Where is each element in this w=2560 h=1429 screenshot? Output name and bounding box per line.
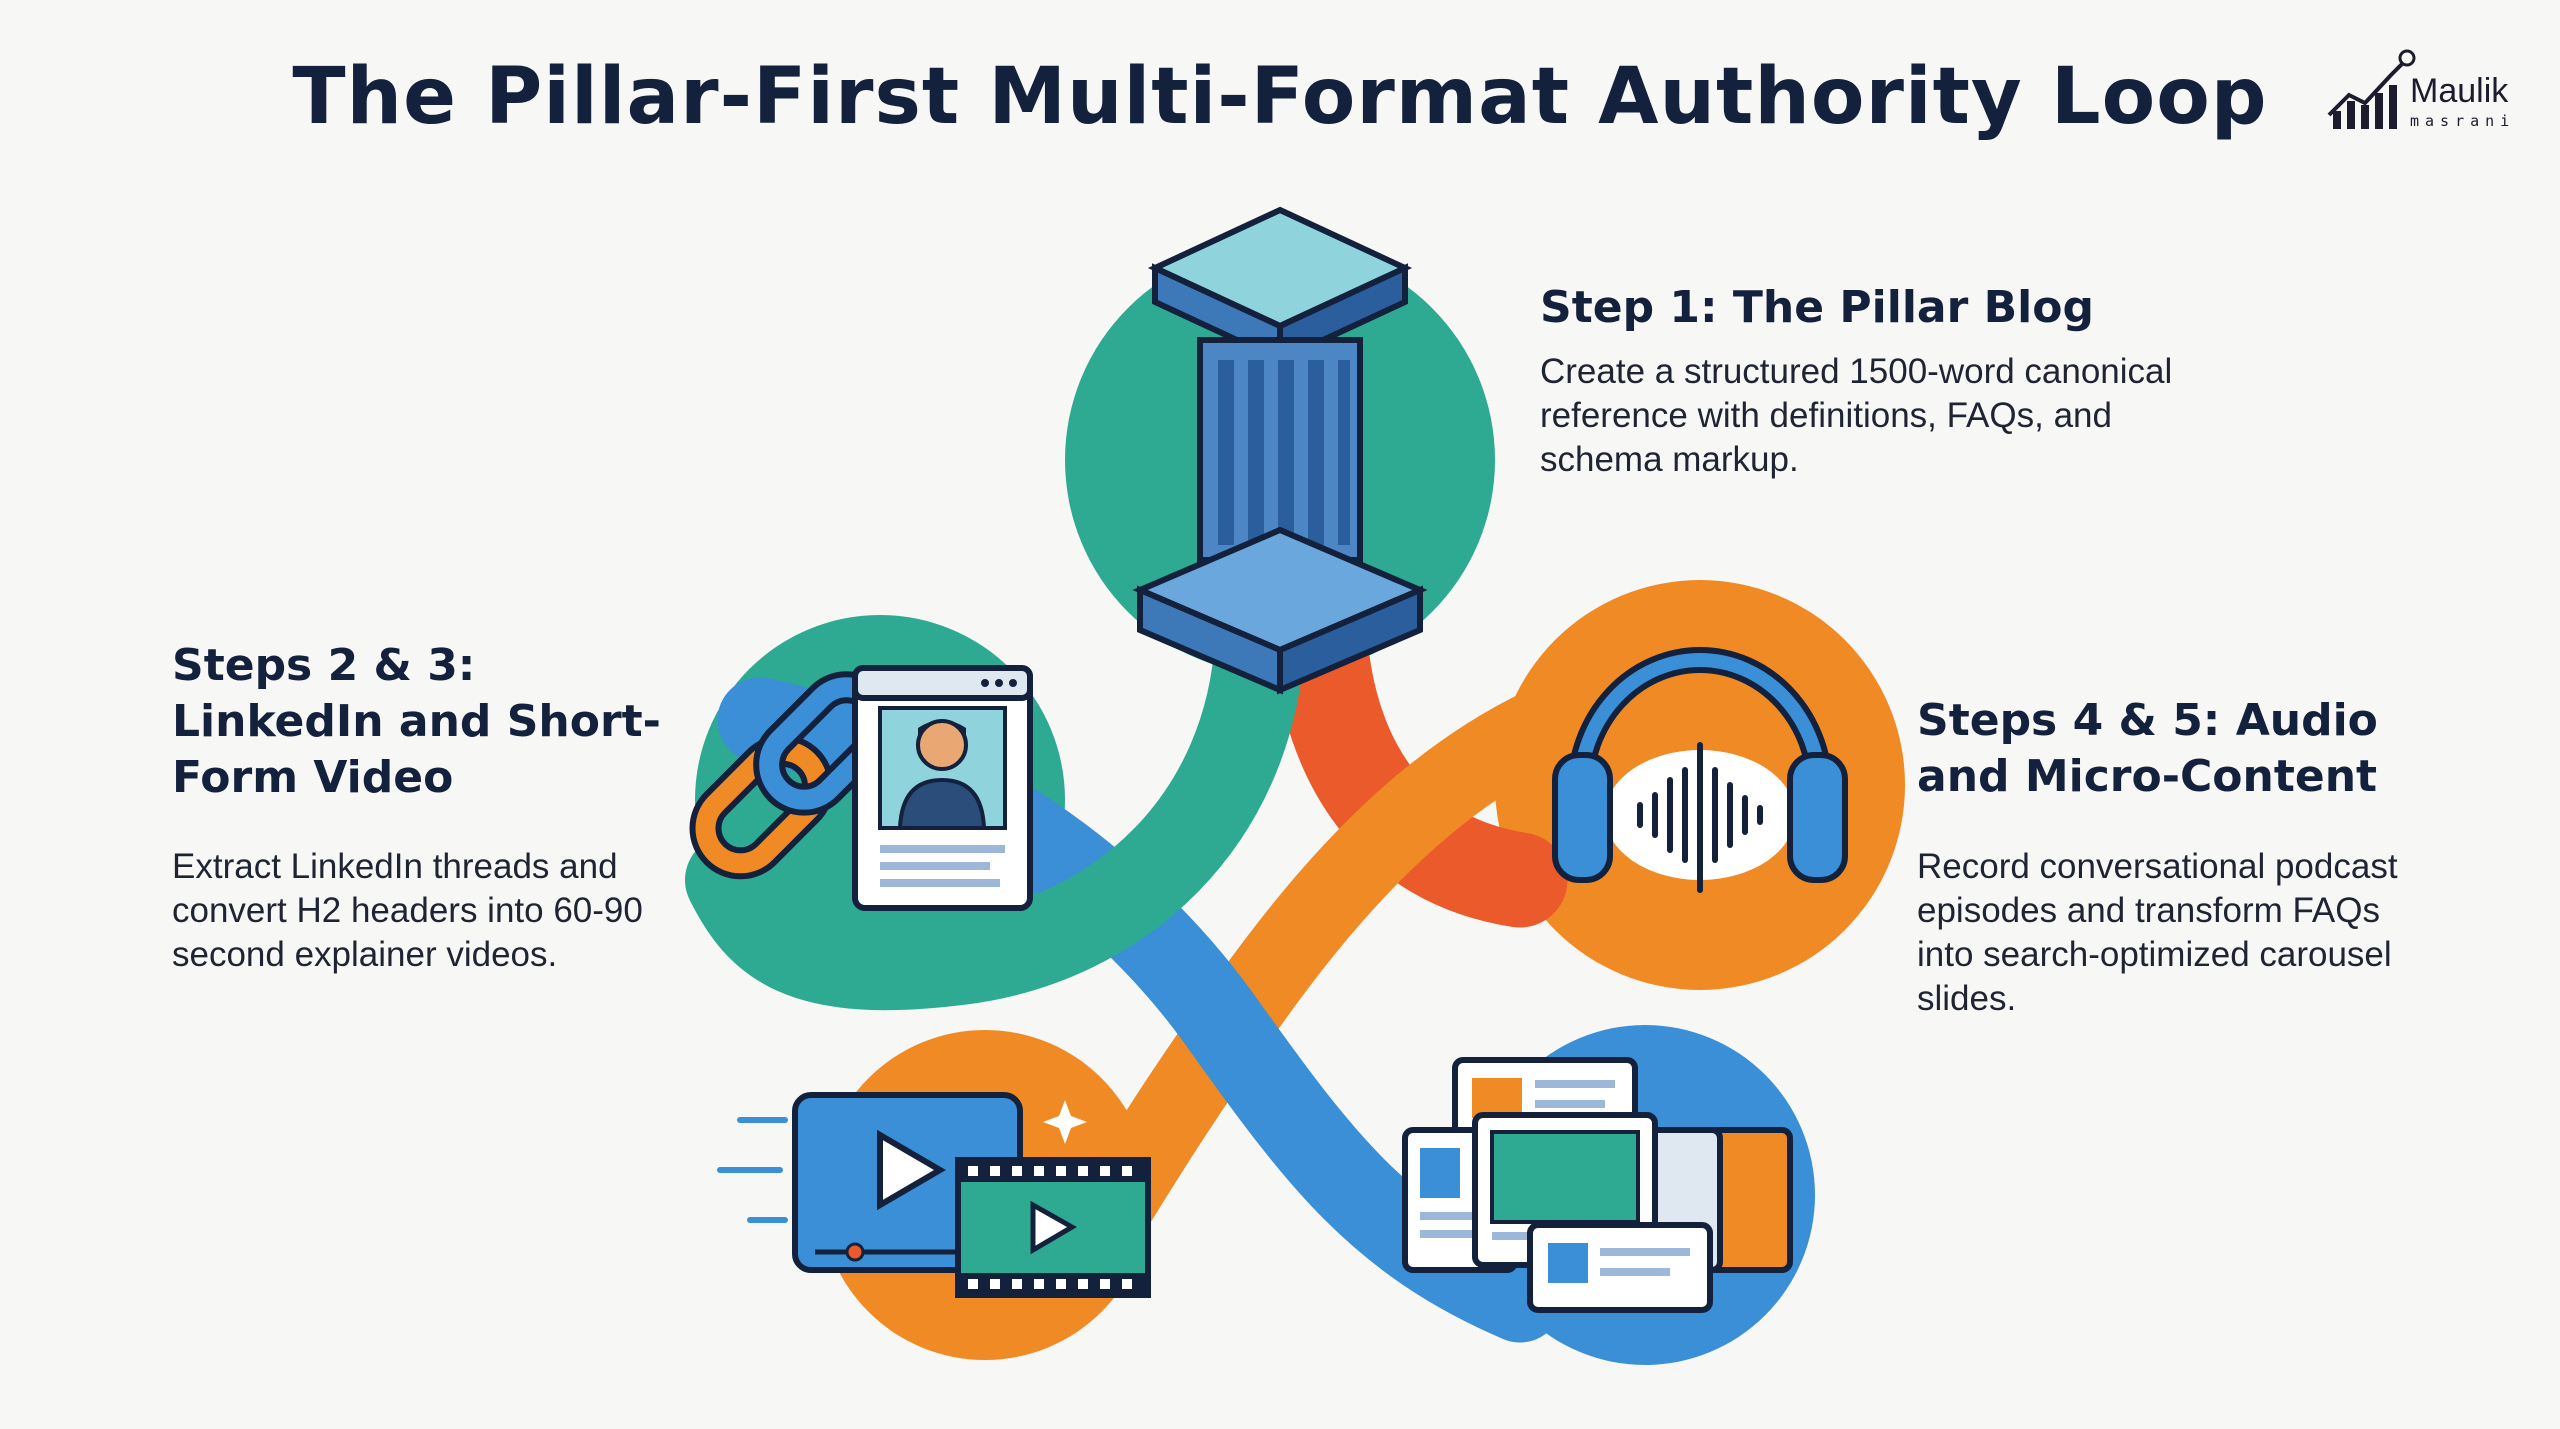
- film-strip-icon: [955, 1157, 1151, 1298]
- step23-description: Extract LinkedIn threads and convert H2 …: [172, 847, 643, 974]
- step23-heading: Steps 2 & 3: LinkedIn and Short-Form Vid…: [172, 640, 661, 803]
- logo-chart-icon: [2327, 49, 2416, 129]
- step45-heading: Steps 4 & 5: Audio and Micro-Content: [1917, 695, 2378, 802]
- headphones-icon: [1552, 647, 1848, 893]
- pillar-icon: [1132, 206, 1428, 695]
- page-title: The Pillar-First Multi-Format Authority …: [292, 52, 2268, 142]
- logo-subtitle: masrani: [2410, 112, 2516, 130]
- profile-card-icon: [852, 665, 1033, 911]
- step45-description: Record conversational podcast episodes a…: [1917, 847, 2398, 1018]
- logo-name: Maulik: [2410, 72, 2509, 110]
- step1-heading: Step 1: The Pillar Blog: [1540, 282, 2094, 333]
- carousel-slides-icon: [1402, 1057, 1793, 1313]
- step1-description: Create a structured 1500-word canonical …: [1540, 352, 2173, 479]
- ribbon-teal: [685, 595, 1305, 1011]
